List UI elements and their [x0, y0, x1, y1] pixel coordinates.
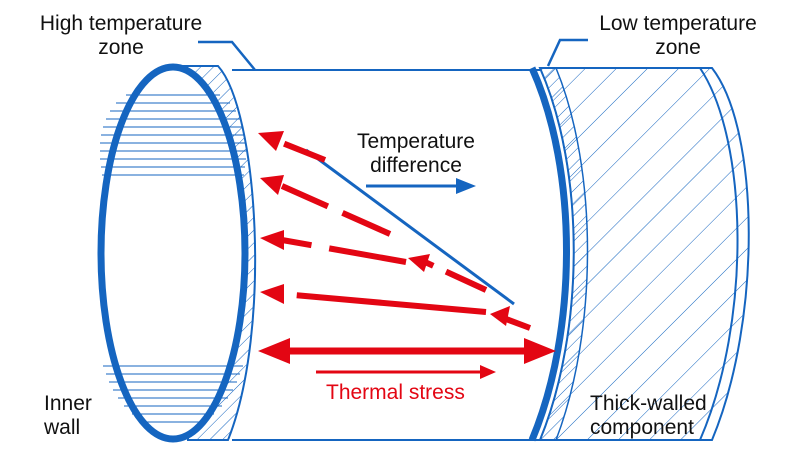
- thermal-stress-main-arrow-right-head: [524, 338, 556, 364]
- thermal-stress-arrow-heads: [258, 131, 510, 326]
- inner-wall-label: Inner wall: [44, 392, 92, 439]
- right-wall-outer-curve: [699, 67, 739, 441]
- thermal-stress-arrows: [278, 139, 532, 331]
- thermal-stress-label: Thermal stress: [326, 381, 465, 404]
- right-inner-wall: [528, 66, 570, 442]
- thick-walled-component-label: Thick-walled component: [590, 392, 707, 439]
- low-zone-leader: [546, 38, 588, 67]
- temperature-gradient-line: [305, 148, 515, 306]
- thermal-stress-main-arrow-left-head: [258, 338, 290, 364]
- temperature-difference-arrow-head: [456, 178, 476, 194]
- high-zone-leader: [198, 40, 256, 71]
- thermal-stress-label-arrow-head: [480, 365, 496, 379]
- inner-wall-ellipse: [97, 63, 249, 443]
- inner-wall-hatch-lines: [100, 94, 246, 423]
- temperature-difference-label: Temperature difference: [357, 130, 475, 177]
- right-inner-wall-band: [538, 67, 589, 441]
- low-temperature-zone-label: Low temperature zone: [599, 12, 757, 59]
- high-temperature-zone-label: High temperature zone: [39, 12, 203, 59]
